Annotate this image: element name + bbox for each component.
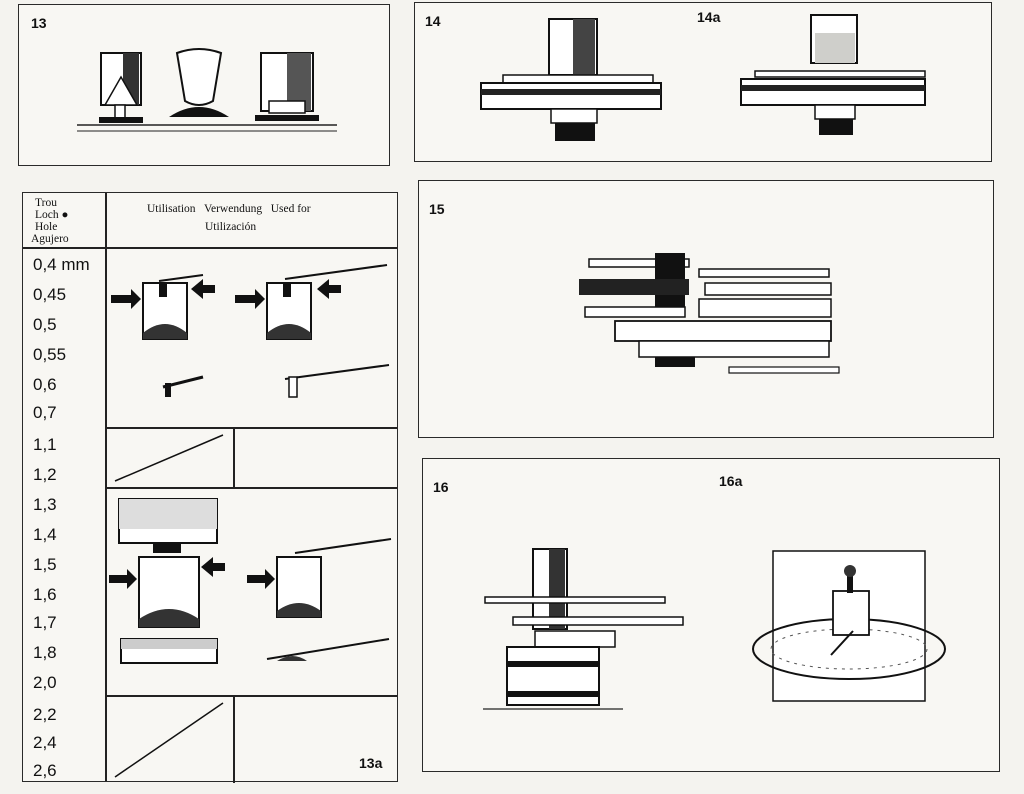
staking-punches-illustration	[77, 48, 337, 132]
hole-size: 1,4	[33, 525, 57, 544]
figure-16-label: 16	[433, 479, 449, 495]
header-hole-fr: Trou	[35, 197, 57, 209]
hole-size: 0,45	[33, 285, 67, 304]
table-header-divider	[23, 247, 397, 249]
hole-size: 0,4 mm	[33, 255, 90, 274]
hole-size: 1,5	[33, 555, 57, 574]
small-hole-staking-illustration	[111, 264, 390, 398]
hole-size: 0,7	[33, 403, 57, 422]
table-row-divider	[105, 695, 397, 697]
figure-13-label: 13	[31, 15, 47, 31]
hole-size: 2,4	[33, 733, 57, 752]
figure-15-panel: 15	[418, 180, 994, 438]
hole-size: 0,6	[33, 375, 57, 394]
wheel-staking-and-tool-illustration	[483, 548, 946, 710]
figure-16a-label: 16a	[719, 473, 743, 489]
figure-13-panel: 13	[18, 4, 390, 166]
table-subcolumn-divider	[233, 427, 235, 487]
hole-size: 1,7	[33, 613, 57, 632]
header-used-for: Utilisation Verwendung Used for	[147, 203, 311, 215]
not-applicable-diagonal	[114, 434, 224, 482]
gear-train-illustration	[579, 253, 840, 374]
staking-wheel-illustration	[480, 14, 926, 141]
figure-14-panel: 14 14a	[414, 2, 992, 162]
hole-size: 0,55	[33, 345, 67, 364]
figure-14a-label: 14a	[697, 9, 721, 25]
hole-size: 0,5	[33, 315, 57, 334]
header-utilizacion: Utilización	[205, 221, 257, 233]
table-row-divider	[105, 487, 397, 489]
not-applicable-diagonal	[114, 702, 224, 778]
table-row-divider	[105, 427, 397, 429]
header-hole-en: Hole	[35, 221, 58, 233]
hole-size: 2,6	[33, 761, 57, 780]
hole-size: 1,8	[33, 643, 57, 662]
hole-size: 1,6	[33, 585, 57, 604]
hole-size: 1,3	[33, 495, 57, 514]
figure-13a-label: 13a	[359, 755, 383, 771]
hole-size: 2,2	[33, 705, 57, 724]
large-hole-staking-illustration	[109, 498, 392, 664]
figure-15-label: 15	[429, 201, 445, 217]
figure-14-label: 14	[425, 13, 441, 29]
table-subcolumn-divider	[233, 695, 235, 783]
hole-size: 2,0	[33, 673, 57, 692]
figure-16-panel: 16 16a	[422, 458, 1000, 772]
header-hole-es: Agujero	[31, 233, 69, 245]
hole-size: 1,2	[33, 465, 57, 484]
header-hole-de: Loch ●	[35, 209, 69, 221]
figure-13a-table: Trou Loch ● Hole Agujero Utilisation Ver…	[22, 192, 398, 783]
hole-size: 1,1	[33, 435, 57, 454]
